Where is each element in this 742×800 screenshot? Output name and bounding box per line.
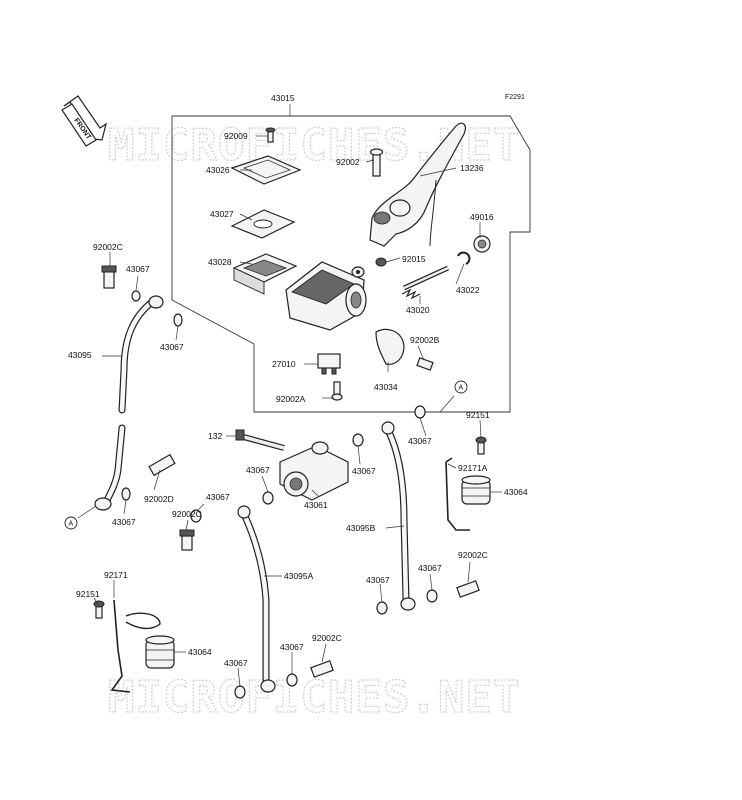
label-92171A: 92171A [458, 463, 488, 473]
label-43064-right: 43064 [504, 487, 528, 497]
banjo-bolt-left-top [101, 265, 117, 289]
reservoir-cap [230, 155, 302, 185]
hose-43095B [381, 421, 416, 611]
label-92015: 92015 [402, 254, 426, 264]
washer-left-low [121, 487, 131, 501]
label-132: 132 [208, 431, 222, 441]
washer-mid-a [190, 509, 202, 523]
label-43067-right-low-a: 43067 [366, 575, 390, 585]
label-49016: 49016 [470, 212, 494, 222]
label-92002C-bottom: 92002C [312, 633, 342, 643]
grommet-43064-right [461, 475, 491, 505]
dust-boot [473, 235, 491, 253]
part-labels: 43015 92009 43026 43027 43028 92002 1323… [68, 93, 528, 668]
label-43095A: 43095A [284, 571, 314, 581]
label-92002B: 92002B [410, 335, 440, 345]
brake-lever [369, 122, 466, 247]
label-43034: 43034 [374, 382, 398, 392]
bolt-92151-left [93, 600, 105, 619]
label-92002C-right: 92002C [458, 550, 488, 560]
label-43095: 43095 [68, 350, 92, 360]
grommet-43064-left [145, 635, 175, 669]
washer-left-mid [173, 313, 183, 327]
switch-screw [331, 381, 343, 401]
label-92002D: 92002D [144, 494, 174, 504]
master-cylinder-body [285, 261, 367, 331]
bushing [375, 257, 387, 267]
label-92151-right: 92151 [466, 410, 490, 420]
washer-joint-a [262, 491, 274, 505]
hose-43095A [237, 505, 276, 693]
callout-a-left: A [64, 516, 78, 530]
label-43067-right-low-b: 43067 [418, 563, 442, 573]
label-92009: 92009 [224, 131, 248, 141]
hose-43095 [94, 295, 164, 511]
label-43067-bottom-b: 43067 [280, 642, 304, 652]
diaphragm [232, 253, 298, 295]
brake-switch [317, 353, 341, 375]
bolt-92002c-mid [179, 529, 195, 551]
circlip [457, 251, 471, 265]
label-43027: 43027 [210, 209, 234, 219]
clamp-bolt [416, 357, 434, 371]
label-13236: 13236 [460, 163, 484, 173]
clip-92171 [110, 599, 161, 693]
washer-right-top [414, 405, 426, 419]
label-92171: 92171 [104, 570, 128, 580]
clip-92171A [445, 457, 470, 531]
label-43028: 43028 [208, 257, 232, 267]
svg-text:A: A [459, 385, 464, 392]
diaphragm-plate [230, 209, 296, 239]
joint-bolt-132 [235, 429, 285, 451]
washer-left-top [131, 290, 141, 302]
label-43067-bottom-a: 43067 [224, 658, 248, 668]
bolt-92151-right [475, 436, 487, 455]
label-43095B: 43095B [346, 523, 376, 533]
cap-screw [265, 127, 276, 143]
washer-right-low-b [426, 589, 438, 603]
figure-code: F2291 [505, 94, 525, 101]
assembly-frame [171, 104, 531, 413]
leader-lines [77, 135, 502, 687]
label-43022: 43022 [456, 285, 480, 295]
callout-a-right: A [454, 380, 468, 394]
label-43067-right-top: 43067 [408, 436, 432, 446]
svg-text:A: A [69, 521, 74, 528]
label-43067-mid: 43067 [206, 492, 230, 502]
label-43067-left-low: 43067 [112, 517, 136, 527]
label-92002C-top-left: 92002C [93, 242, 123, 252]
watermark-bottom: MICROFICHES.NET [108, 672, 520, 723]
label-92002: 92002 [336, 157, 360, 167]
washer-joint-b [352, 433, 364, 447]
label-43067-joint-right: 43067 [352, 466, 376, 476]
label-43020: 43020 [406, 305, 430, 315]
banjo-bolt-left-mid [148, 453, 176, 477]
label-43015: 43015 [271, 93, 295, 103]
label-43026: 43026 [206, 165, 230, 175]
washer-bottom-b [286, 673, 298, 687]
label-43061: 43061 [304, 500, 328, 510]
label-43064-left: 43064 [188, 647, 212, 657]
label-43067-top-left: 43067 [126, 264, 150, 274]
piston-kit [401, 265, 450, 300]
label-92002A: 92002A [276, 394, 306, 404]
hose-joint [279, 441, 349, 501]
label-43067-joint: 43067 [246, 465, 270, 475]
front-arrow-icon: FRONT [61, 95, 107, 147]
label-92002C-mid: 92002C [172, 509, 202, 519]
bolt-92002c-bottom [310, 660, 334, 678]
label-27010: 27010 [272, 359, 296, 369]
washer-right-low-a [376, 601, 388, 615]
clamp-holder [375, 328, 405, 365]
washer-bottom-a [234, 685, 246, 699]
pivot-bolt [369, 148, 384, 177]
label-43067-left-mid: 43067 [160, 342, 184, 352]
bolt-92002c-right [456, 580, 480, 598]
label-92151-left: 92151 [76, 589, 100, 599]
